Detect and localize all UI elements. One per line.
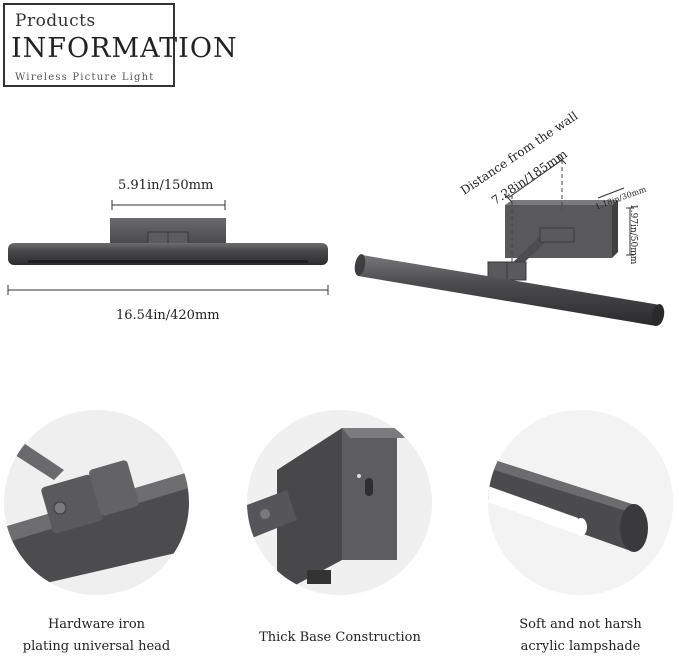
product-diagram xyxy=(7,155,665,326)
header-box: Products INFORMATION Wireless Picture Li… xyxy=(3,3,237,87)
base-height-dimension xyxy=(626,207,634,256)
caption-line-1: Thick Base Construction xyxy=(259,630,421,645)
caption-acrylic-lampshade: Soft and not harsh acrylic lampshade xyxy=(488,614,673,658)
side-view-light xyxy=(354,160,665,326)
caption-universal-head: Hardware iron plating universal head xyxy=(4,614,189,658)
distance-dimension xyxy=(503,155,567,203)
caption-thick-base: Thick Base Construction xyxy=(230,627,450,649)
caption-line-1: Hardware iron xyxy=(47,617,146,632)
front-light-bar xyxy=(8,243,328,265)
total-length-label: 16.54in/420mm xyxy=(116,308,220,323)
base-width-dimension xyxy=(111,200,226,210)
header-subtitle: Wireless Picture Light xyxy=(15,72,155,83)
base-height-label: 1.97in/50mm xyxy=(628,204,638,265)
caption-line-2: acrylic lampshade xyxy=(520,639,641,654)
detail-thick-base xyxy=(247,410,432,595)
base-width-label: 5.91in/150mm xyxy=(118,178,214,193)
caption-line-2: plating universal head xyxy=(22,639,171,654)
header-title: INFORMATION xyxy=(11,33,238,64)
header-top: Products xyxy=(15,11,96,31)
total-length-dimension xyxy=(7,285,329,295)
detail-acrylic-lampshade xyxy=(488,410,673,595)
detail-universal-head xyxy=(4,410,189,595)
caption-line-1: Soft and not harsh xyxy=(519,617,642,632)
base-depth-dimension xyxy=(597,187,625,199)
